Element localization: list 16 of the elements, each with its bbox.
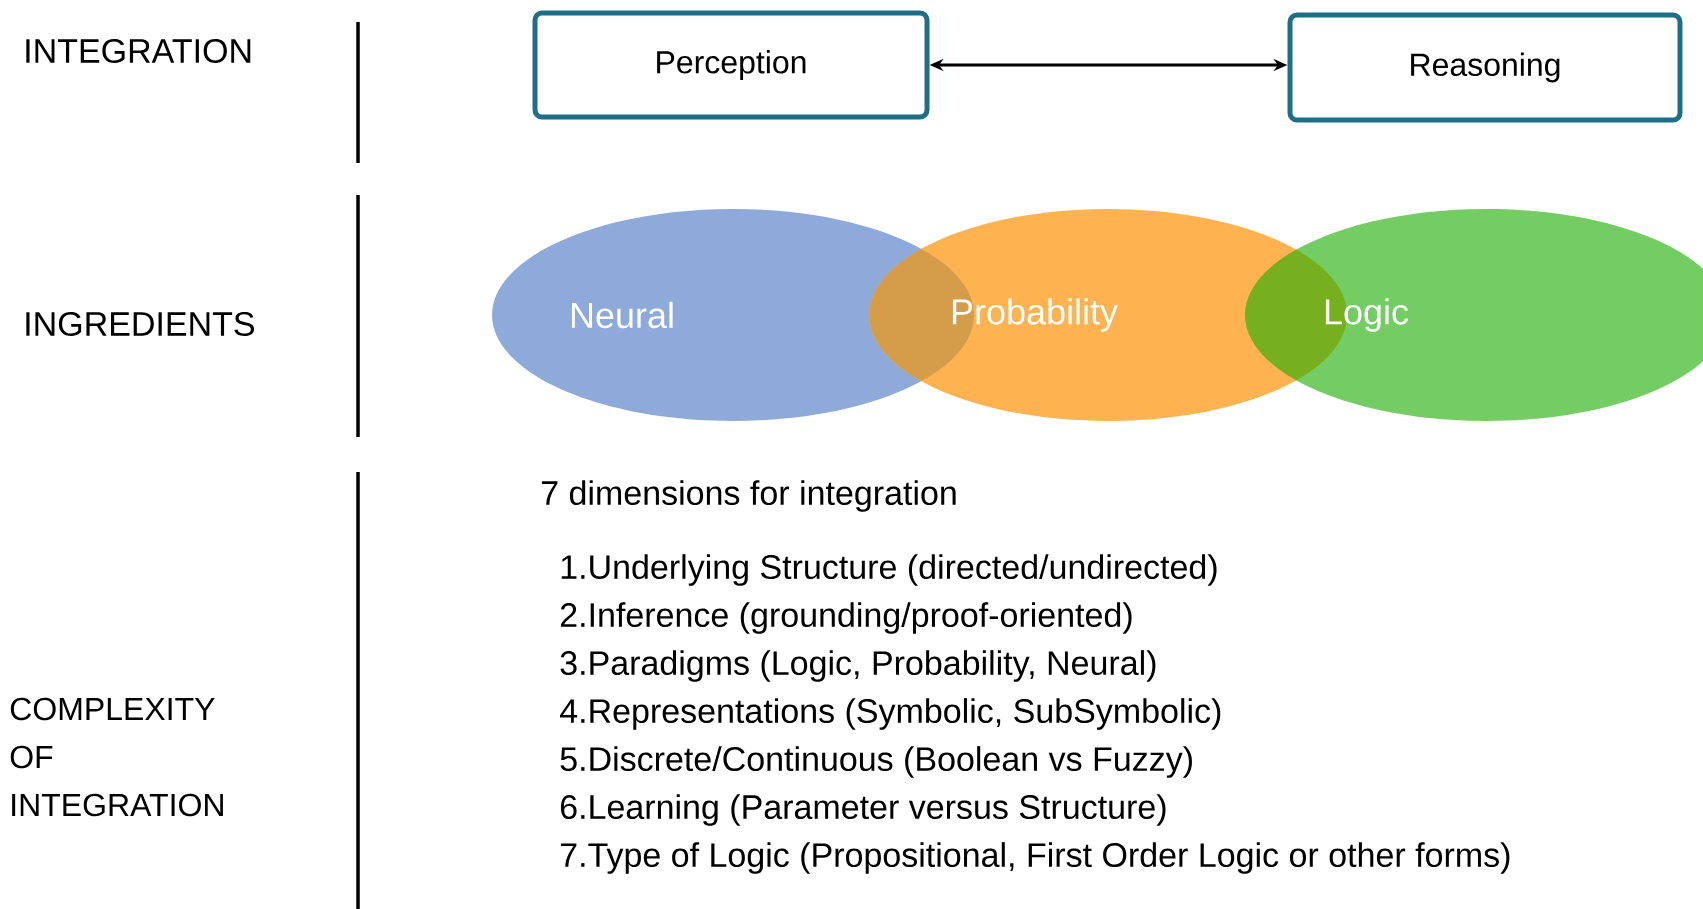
list-item: 1.Underlying Structure (directed/undirected)	[561, 554, 1217, 586]
ellipse-label: Neural	[571, 301, 673, 329]
process-box: Perception	[532, 10, 930, 120]
list-item: 7.Type of Logic (Propositional, First Order Logic or other forms)	[560, 842, 1510, 874]
row-label: COMPLEXITY OF INTEGRATION	[10, 697, 223, 817]
list-item: 2.Inference (grounding/proof-oriented)	[560, 602, 1132, 634]
list-item: 6.Learning (Parameter versus Structure)	[560, 794, 1166, 826]
list-item: 5.Discrete/Continuous (Boolean vs Fuzzy)	[560, 746, 1192, 778]
process-box: Reasoning	[1287, 12, 1683, 123]
list-item: 4.Representations (Symbolic, SubSymbolic)	[560, 698, 1221, 730]
ellipse-label: Probability	[952, 298, 1118, 332]
ellipse-label: Logic	[1325, 298, 1409, 332]
list-heading: 7 dimensions for integration	[541, 480, 956, 512]
list-item: 3.Paradigms (Logic, Probability, Neural)	[560, 650, 1156, 682]
row-label: INGREDIENTS	[26, 311, 254, 336]
row-label: INTEGRATION	[26, 38, 251, 63]
